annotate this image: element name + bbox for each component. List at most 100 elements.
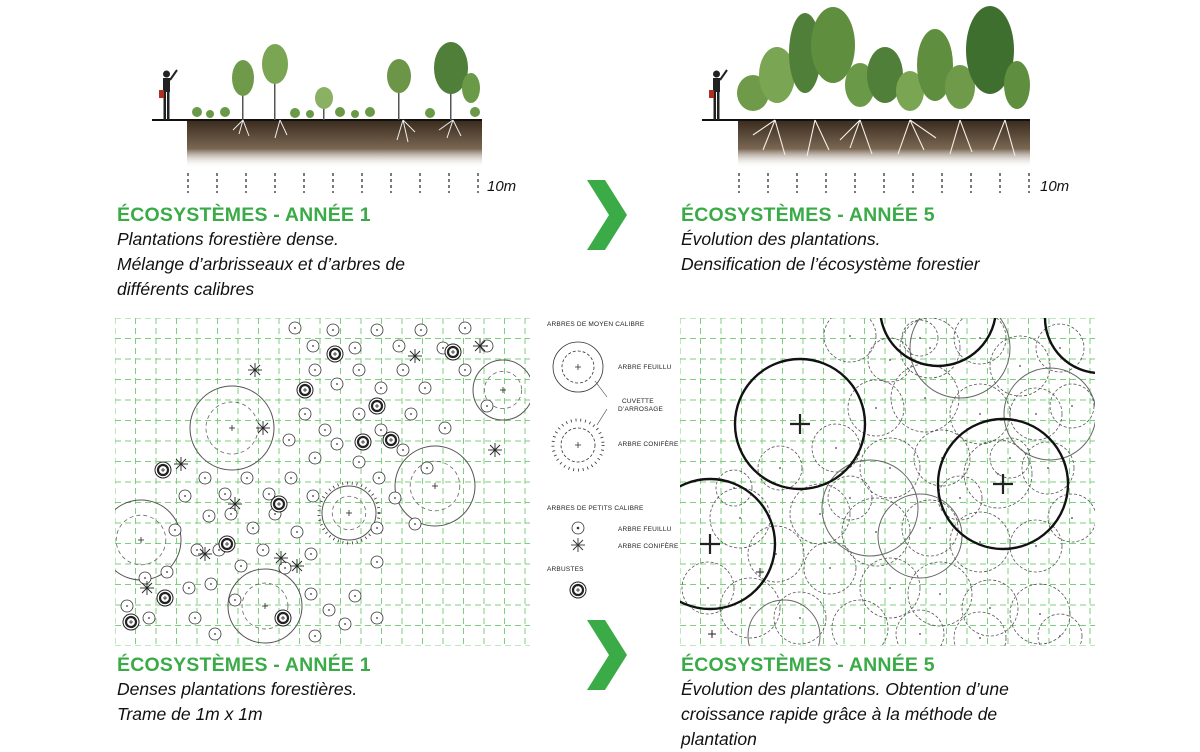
grown-tree-canopy xyxy=(937,475,983,521)
desc-line: Évolution des plantations. Obtention d’u… xyxy=(681,679,1009,699)
person-figure xyxy=(159,69,178,120)
small-conifer-tree xyxy=(488,443,502,457)
grown-tree-canopy xyxy=(901,319,939,357)
legend-medium-deciduous-symbol xyxy=(552,341,604,393)
small-conifer-tree xyxy=(198,547,212,561)
shrub xyxy=(326,345,344,363)
shrub xyxy=(122,613,140,631)
heading-year5-bottom: ÉCOSYSTÈMES - ANNÉE 5 xyxy=(681,654,935,676)
grown-tree-canopy xyxy=(719,577,781,639)
small-deciduous-tree xyxy=(408,517,422,531)
small-deciduous-tree xyxy=(256,543,270,557)
section-year1-illustration xyxy=(152,42,482,193)
grown-tree-canopy xyxy=(1049,383,1095,429)
grown-tree-canopy xyxy=(989,335,1051,397)
grown-tree-canopy xyxy=(803,541,857,595)
grown-tree-canopy xyxy=(823,318,877,363)
scale-label-10m: 10m xyxy=(487,178,517,195)
small-deciduous-tree xyxy=(370,521,384,535)
grown-tree-canopy xyxy=(811,423,861,473)
desc-line: Densification de l’écosystème forestier xyxy=(681,254,980,274)
grown-tree-canopy xyxy=(901,499,959,557)
small-deciduous-tree xyxy=(204,577,218,591)
heading-year5-top: ÉCOSYSTÈMES - ANNÉE 5 xyxy=(681,204,935,226)
legend-small-conifer-label: ARBRE CONIFÈRE xyxy=(618,541,679,550)
desc-line: Mélange d’arbrisseaux et d’arbres de xyxy=(117,254,405,274)
small-deciduous-tree xyxy=(374,381,388,395)
caption-bottom-right: ÉCOSYSTÈMES - ANNÉE 5 Évolution des plan… xyxy=(681,654,1009,752)
small-deciduous-tree xyxy=(208,627,222,641)
small-deciduous-tree xyxy=(330,437,344,451)
chevron-right-icon xyxy=(587,620,627,690)
small-conifer-tree xyxy=(248,363,262,377)
small-deciduous-tree xyxy=(404,407,418,421)
small-deciduous-tree xyxy=(168,523,182,537)
small-deciduous-tree xyxy=(190,543,204,557)
small-deciduous-tree xyxy=(338,617,352,631)
legend-small-conifer-symbol xyxy=(571,538,585,552)
small-deciduous-tree xyxy=(458,363,472,377)
legend-shrub-symbol xyxy=(569,581,587,599)
small-deciduous-tree xyxy=(438,421,452,435)
small-deciduous-tree xyxy=(304,547,318,561)
legend-basin-label-2: D’ARROSAGE xyxy=(618,406,663,413)
small-deciduous-tree xyxy=(420,461,434,475)
heading-year1-bottom: ÉCOSYSTÈMES - ANNÉE 1 xyxy=(117,654,371,676)
small-deciduous-tree xyxy=(330,377,344,391)
shrub xyxy=(270,495,288,513)
small-deciduous-tree xyxy=(308,451,322,465)
small-deciduous-tree xyxy=(322,603,336,617)
small-deciduous-tree xyxy=(352,455,366,469)
grown-tree-canopy xyxy=(1009,519,1063,573)
small-deciduous-tree xyxy=(392,339,406,353)
desc-line: différents calibres xyxy=(117,279,255,299)
chevron-right-icon xyxy=(587,180,627,250)
small-conifer-tree xyxy=(473,339,487,353)
caption-bottom-left: ÉCOSYSTÈMES - ANNÉE 1 Denses plantations… xyxy=(117,654,371,727)
shrub xyxy=(444,343,462,361)
legend-basin-label: CUVETTE xyxy=(622,398,654,405)
legend: ARBRES DE MOYEN CALIBRE ARBRE FEUILLU CU… xyxy=(547,321,679,599)
legend-shrubs-title: ARBUSTES xyxy=(547,566,584,573)
small-deciduous-tree xyxy=(178,489,192,503)
medium-deciduous-tree xyxy=(321,485,377,541)
medium-deciduous-tree xyxy=(227,568,303,644)
grown-tree-canopy xyxy=(907,561,973,627)
small-deciduous-tree xyxy=(388,491,402,505)
small-deciduous-tree xyxy=(370,555,384,569)
shrub xyxy=(274,609,292,627)
callout-line xyxy=(594,380,608,398)
small-deciduous-tree xyxy=(370,611,384,625)
grown-tree-canopy xyxy=(989,437,1031,479)
small-deciduous-tree xyxy=(298,407,312,421)
description-year5-top: Évolution des plantations. Densification… xyxy=(681,227,980,277)
caption-top-right: ÉCOSYSTÈMES - ANNÉE 5 Évolution des plan… xyxy=(681,204,980,277)
small-deciduous-tree xyxy=(240,471,254,485)
small-deciduous-tree xyxy=(246,521,260,535)
grown-tree-canopy xyxy=(1009,387,1063,441)
small-deciduous-tree xyxy=(120,599,134,613)
grown-tree-canopy xyxy=(899,318,961,379)
caption-top-left: ÉCOSYSTÈMES - ANNÉE 1 Plantations forest… xyxy=(117,204,405,302)
grown-tree-canopy xyxy=(709,487,771,549)
small-deciduous-tree xyxy=(370,323,384,337)
grown-tree-canopy xyxy=(1009,583,1071,645)
small-deciduous-tree xyxy=(290,525,304,539)
small-conifer-tree xyxy=(174,457,188,471)
scale-label-10m: 10m xyxy=(1040,178,1070,195)
shrub xyxy=(154,461,172,479)
shrub xyxy=(218,535,236,553)
small-deciduous-tree xyxy=(198,471,212,485)
grown-tree-canopy xyxy=(757,445,803,491)
roots xyxy=(752,119,1016,157)
description-year1-top: Plantations forestière dense. Mélange d’… xyxy=(117,227,405,302)
roots xyxy=(232,119,462,143)
heading-year1-top: ÉCOSYSTÈMES - ANNÉE 1 xyxy=(117,204,371,226)
small-deciduous-tree xyxy=(308,363,322,377)
desc-line: Trame de 1m x 1m xyxy=(117,704,263,724)
shrub xyxy=(354,433,372,451)
soil-block xyxy=(187,120,482,168)
medium-tree-canopy xyxy=(747,599,821,646)
grown-tree-canopy xyxy=(841,497,911,567)
small-deciduous-tree xyxy=(352,407,366,421)
